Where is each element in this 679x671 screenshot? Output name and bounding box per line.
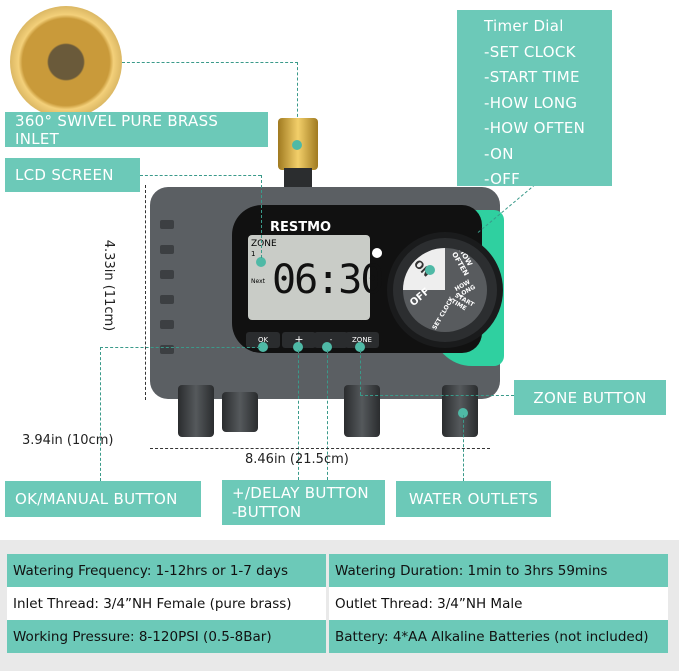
spec-cell: Outlet Thread: 3/4”NH Male	[329, 587, 668, 620]
marker-dot	[292, 140, 302, 150]
marker-dot	[293, 342, 303, 352]
water-outlets-label: WATER OUTLETS	[396, 481, 551, 517]
marker-dot	[322, 342, 332, 352]
timer-dial-title: Timer Dial	[484, 17, 564, 35]
spec-cell: Working Pressure: 8-120PSI (0.5-8Bar)	[7, 620, 326, 653]
leader-line	[140, 175, 261, 176]
ok-manual-button-label: OK/MANUAL BUTTON	[5, 481, 201, 517]
depth-dimension: 3.94in (10cm)	[22, 433, 114, 448]
timer-dial-label: Timer Dial -SET CLOCK -START TIME -HOW L…	[457, 10, 612, 188]
spec-cell: Watering Duration: 1min to 3hrs 59mins	[329, 554, 668, 587]
vent-slot	[160, 320, 174, 329]
zone-button[interactable]: ZONE	[345, 332, 379, 348]
ok-manual-button[interactable]: OK	[246, 332, 280, 348]
water-outlet	[344, 385, 380, 437]
lcd-zone-number: 1	[251, 250, 256, 258]
lcd-time: 06:30	[272, 257, 384, 303]
leader-line	[327, 350, 328, 480]
spec-cell: Inlet Thread: 3/4”NH Female (pure brass)	[7, 587, 326, 620]
height-dimension: 4.33in (11cm)	[101, 239, 117, 332]
timer-item: -HOW OFTEN	[484, 119, 586, 137]
lcd-zone-label: ZONE	[251, 239, 277, 249]
delay-label-line: +/DELAY BUTTON	[232, 484, 369, 502]
up-arrow-icon	[372, 248, 382, 258]
leader-line	[122, 62, 298, 63]
dimension-line	[150, 448, 490, 449]
lcd-screen: ZONE 1 Next 06:30	[248, 235, 384, 320]
brand-logo: RESTMO	[270, 220, 332, 235]
marker-dot	[458, 408, 468, 418]
vent-slot	[160, 295, 174, 304]
dial-start-time: START TIME	[449, 291, 476, 313]
marker-dot	[256, 257, 266, 267]
dial-set-clock: SET CLOCK	[431, 295, 456, 332]
dimension-line	[145, 185, 146, 400]
minus-label-line: -BUTTON	[232, 503, 302, 521]
marker-dot	[425, 265, 435, 275]
width-dimension: 8.46in (21.5cm)	[245, 452, 349, 467]
marker-dot	[258, 342, 268, 352]
brass-inlet-closeup	[10, 6, 122, 118]
vent-slot	[160, 270, 174, 279]
zone-button-label: ZONE BUTTON	[514, 380, 666, 415]
inlet-neck	[284, 168, 312, 190]
timer-item: -OFF	[484, 170, 521, 188]
timer-item: -START TIME	[484, 68, 580, 86]
water-outlet	[222, 392, 258, 432]
leader-line	[298, 350, 299, 480]
lcd-screen-label: LCD SCREEN	[5, 158, 140, 192]
water-outlet	[178, 385, 214, 437]
timer-item: -SET CLOCK	[484, 42, 576, 61]
specs-table: Watering Frequency: 1-12hrs or 1-7 days …	[0, 540, 679, 671]
plus-delay-button[interactable]: +	[282, 332, 316, 348]
vent-slot	[160, 345, 174, 354]
leader-line	[360, 395, 514, 396]
lcd-next: Next	[251, 278, 265, 285]
delay-button-label: +/DELAY BUTTON -BUTTON	[222, 480, 385, 525]
vent-slot	[160, 220, 174, 229]
spec-cell: Battery: 4*AA Alkaline Batteries (not in…	[329, 620, 668, 653]
leader-line	[100, 347, 101, 481]
dial-face: ON HOW OFTEN HOW LONG START TIME SET CLO…	[403, 248, 487, 332]
timer-item: -HOW LONG	[484, 93, 578, 112]
vent-slot	[160, 245, 174, 254]
leader-line	[100, 347, 260, 348]
leader-line	[261, 175, 262, 258]
leader-line	[297, 62, 298, 122]
leader-line	[360, 350, 361, 395]
spec-cell: Watering Frequency: 1-12hrs or 1-7 days	[7, 554, 326, 587]
marker-dot	[355, 342, 365, 352]
timer-item: -ON	[484, 144, 514, 163]
dial-on-segment	[403, 248, 445, 290]
brass-inlet-label: 360° SWIVEL PURE BRASS INLET	[5, 112, 268, 148]
